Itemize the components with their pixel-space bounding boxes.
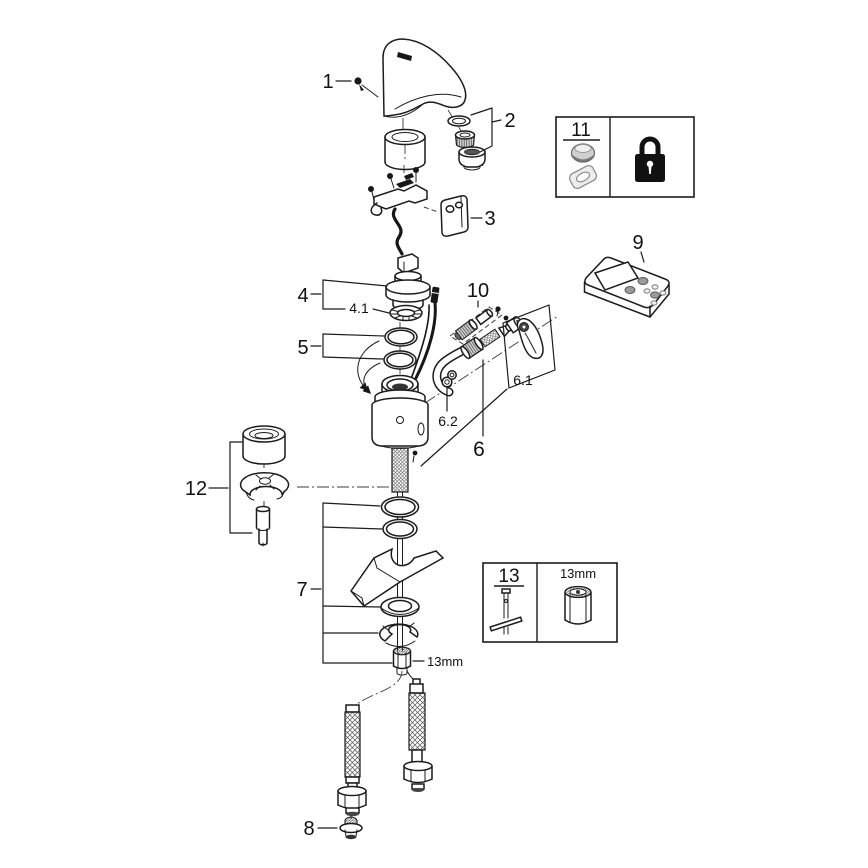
faucet-spout — [382, 38, 467, 118]
callout-4-label: 4 — [297, 285, 308, 307]
aerator-insert — [454, 130, 476, 148]
padlock-icon — [635, 136, 665, 182]
retainer-group-12: 12 — [185, 425, 290, 547]
callout-2: 2 — [470, 107, 516, 153]
o-ring-top — [380, 496, 420, 518]
callout-2-label: 2 — [504, 110, 515, 132]
supply-hoses — [337, 670, 433, 817]
remote-screen — [593, 261, 640, 291]
battery-box — [440, 195, 469, 237]
remote-control: 9 — [583, 232, 670, 318]
box-13-number: 13 — [498, 566, 519, 587]
strainer-part-8 — [339, 816, 363, 840]
aerator-washer — [447, 115, 471, 127]
escutcheon-cylinder — [384, 128, 426, 171]
right-hose-nut — [403, 760, 433, 792]
callout-6-1-label: 6.1 — [513, 372, 533, 388]
aerator-key-icon — [568, 164, 598, 190]
wedge-plate — [350, 547, 445, 607]
callout-7-label: 7 — [296, 579, 307, 601]
o-ring-second — [382, 518, 418, 540]
toothed-ring-4-1 — [389, 304, 423, 322]
o-rings-6-2 — [441, 370, 457, 388]
left-hose — [337, 704, 367, 817]
callout-6-label: 6 — [473, 438, 485, 461]
callout-12-label: 12 — [185, 478, 207, 500]
inset-box-tool: 13 13mm — [482, 562, 618, 643]
callout-1: 1 — [322, 71, 379, 98]
valve-assembly-6 — [432, 316, 524, 397]
threaded-shank — [391, 447, 409, 493]
sensor-cable — [410, 286, 440, 380]
knurled-nut — [460, 336, 484, 360]
callout-8-label: 8 — [303, 818, 314, 840]
callout-3-label: 3 — [484, 208, 495, 230]
aerator-insert-icon — [570, 143, 596, 163]
nut-size-callout: 13mm — [412, 654, 463, 669]
solenoid-valve — [385, 253, 431, 311]
mounting-nut-icon — [564, 585, 592, 625]
nut-size-label: 13mm — [427, 654, 463, 669]
check-valve-part — [454, 319, 478, 341]
mounting-nut — [392, 646, 412, 676]
filter-part — [474, 308, 494, 326]
callout-1-label: 1 — [322, 71, 333, 93]
horseshoe-washer — [379, 622, 419, 647]
tool-bit-part — [255, 505, 271, 547]
inset-box-lock: 11 — [555, 116, 695, 198]
metal-washer — [380, 596, 420, 618]
callout-4-1-label: 4.1 — [349, 300, 369, 316]
callout-7: 7 — [296, 502, 393, 664]
callout-9-label: 9 — [632, 232, 643, 254]
callout-6-group: 6.1 6.2 6 — [420, 359, 533, 467]
c-clip-part — [239, 471, 290, 501]
aerator-housing — [458, 146, 486, 171]
box-11-number: 11 — [571, 120, 591, 141]
module-cable — [391, 207, 404, 256]
socket-wrench-icon — [489, 588, 523, 635]
callout-12: 12 — [185, 441, 253, 534]
sensor-window — [397, 52, 412, 61]
cap-part — [242, 425, 286, 465]
faucet-base-body — [371, 374, 429, 493]
insert-arrows — [357, 340, 381, 394]
aerator-assembly — [447, 115, 486, 171]
callout-5-label: 5 — [297, 337, 308, 359]
centerlines — [297, 109, 559, 819]
right-hose — [403, 678, 433, 792]
callout-5: 5 — [297, 333, 385, 360]
o-rings-5 — [383, 327, 418, 370]
left-hose-nut — [337, 785, 367, 817]
lever-6-1 — [502, 304, 556, 389]
callout-10-label: 10 — [467, 280, 489, 302]
box-13-size-label: 13mm — [560, 566, 596, 581]
threaded-stem — [479, 328, 501, 348]
callout-3: 3 — [470, 208, 496, 230]
callout-10: 10 — [449, 280, 503, 345]
callout-8: 8 — [303, 818, 338, 840]
mounting-stack-7: 13mm 7 — [296, 496, 463, 676]
remote-buttons — [624, 277, 667, 306]
screw-part-1 — [354, 77, 364, 91]
callout-4: 4 4.1 — [297, 279, 390, 316]
module-screws — [368, 167, 419, 201]
callout-6-2-label: 6.2 — [438, 413, 458, 429]
electronics-module — [368, 167, 439, 256]
